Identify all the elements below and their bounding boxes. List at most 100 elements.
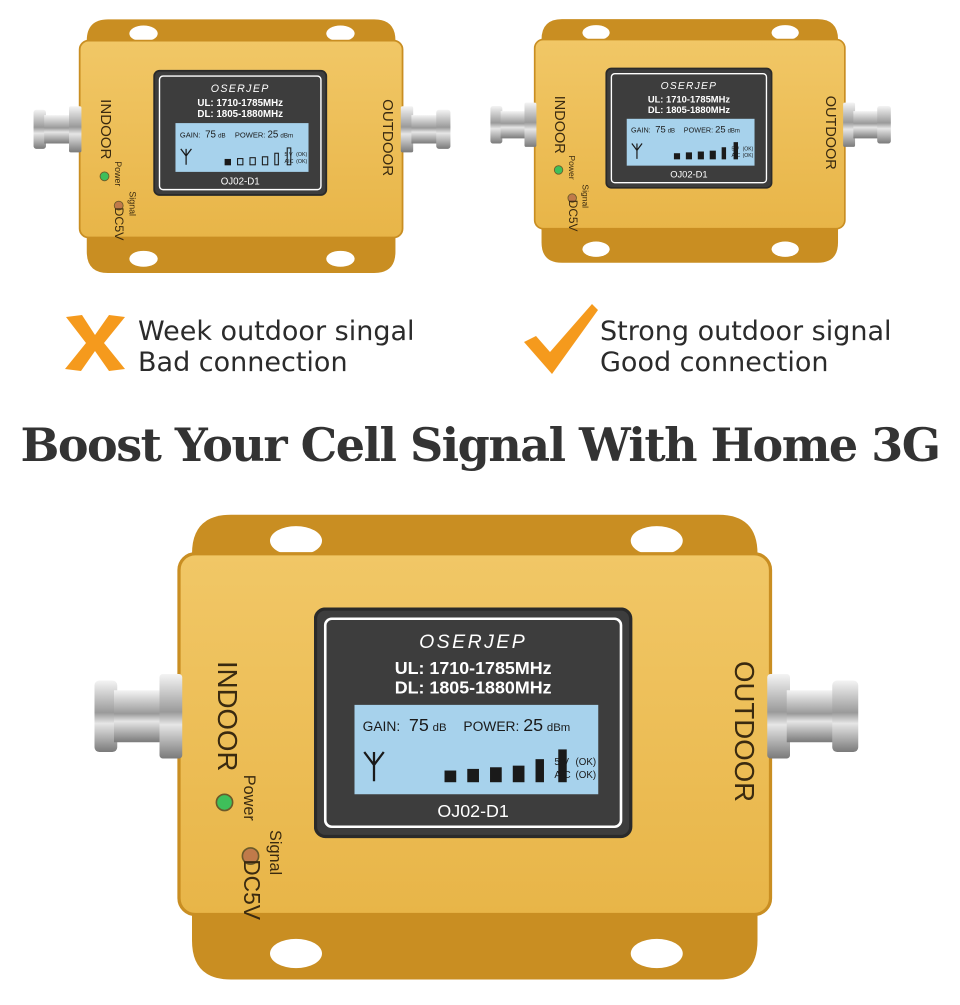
svg-text:GAIN: 75 dB: GAIN: 75 dB bbox=[180, 129, 226, 140]
power-led bbox=[553, 165, 564, 175]
caption-weak-line2: Bad connection bbox=[138, 347, 348, 378]
signal-bar bbox=[249, 157, 256, 166]
indoor-connector bbox=[33, 106, 82, 153]
ok-status-2: (OK) bbox=[576, 770, 597, 781]
gain-unit: dB bbox=[433, 722, 447, 734]
ok-status-2: (OK) bbox=[296, 159, 307, 165]
signal-bar bbox=[274, 152, 279, 166]
lcd-screen bbox=[175, 123, 309, 172]
gain-value: 75 bbox=[205, 129, 216, 140]
caption-strong-line2: Good connection bbox=[600, 347, 829, 378]
signal-led bbox=[241, 847, 260, 865]
power-value: 25 bbox=[267, 129, 278, 140]
signal-led-label: Signal bbox=[127, 191, 137, 216]
caption-strong: Strong outdoor signal Good connection bbox=[600, 316, 892, 378]
ok-status-1: (OK) bbox=[296, 152, 307, 158]
uplink-band: UL: 1710-1785MHz bbox=[395, 658, 552, 678]
indoor-label: INDOOR bbox=[97, 99, 114, 159]
x-mark-icon bbox=[65, 315, 125, 371]
check-mark-icon bbox=[524, 304, 598, 374]
power-unit: dBm bbox=[728, 128, 740, 134]
signal-bar bbox=[685, 152, 692, 160]
brand-logo: OSERJEP bbox=[419, 631, 527, 653]
repeater-device-strong: INDOOR OUTDOOR Power Signal DC5V OSERJEP… bbox=[487, 14, 896, 270]
power-led bbox=[215, 793, 234, 812]
outdoor-connector bbox=[400, 106, 451, 153]
svg-text:POWER: 25 dBm: POWER: 25 dBm bbox=[463, 715, 570, 735]
ok-status-1: (OK) bbox=[743, 146, 754, 152]
power-led-label: Power bbox=[567, 155, 577, 179]
model-label: OJ02-D1 bbox=[437, 801, 509, 821]
model-label: OJ02-D1 bbox=[221, 176, 260, 187]
power-led-label: Power bbox=[113, 161, 123, 186]
power-label: POWER: bbox=[684, 125, 713, 134]
uplink-band: UL: 1710-1785MHz bbox=[648, 95, 731, 105]
aic-status: AIC bbox=[285, 159, 294, 165]
signal-bar bbox=[709, 150, 716, 160]
dc-label: DC5V bbox=[112, 207, 126, 241]
antenna-icon bbox=[631, 143, 643, 159]
svg-text:POWER: 25 dBm: POWER: 25 dBm bbox=[684, 124, 740, 134]
aic-status: AIC bbox=[732, 153, 741, 159]
svg-text:GAIN: 75 dB: GAIN: 75 dB bbox=[631, 124, 675, 134]
outdoor-connector bbox=[767, 674, 859, 759]
downlink-band: DL: 1805-1880MHz bbox=[648, 105, 731, 115]
uplink-band: UL: 1710-1785MHz bbox=[197, 98, 283, 109]
indoor-label: INDOOR bbox=[551, 96, 567, 154]
signal-led bbox=[113, 200, 124, 211]
dc-label: DC5V bbox=[566, 200, 580, 232]
signal-bar bbox=[535, 759, 544, 783]
power-label: POWER: bbox=[463, 718, 519, 734]
signal-bar bbox=[467, 768, 479, 783]
indoor-connector bbox=[94, 674, 183, 759]
outdoor-label: OUTDOOR bbox=[729, 661, 760, 802]
signal-bar bbox=[444, 770, 457, 783]
signal-led-label: Signal bbox=[580, 184, 590, 208]
caption-weak: Week outdoor singal Bad connection bbox=[138, 316, 415, 378]
model-label: OJ02-D1 bbox=[670, 170, 707, 180]
signal-bar bbox=[558, 749, 567, 783]
signal-bar bbox=[237, 158, 244, 166]
signal-bar bbox=[286, 147, 292, 166]
gain-label: GAIN: bbox=[363, 718, 401, 734]
signal-led bbox=[567, 193, 577, 203]
signal-bar bbox=[490, 767, 502, 783]
power-unit: dBm bbox=[547, 722, 570, 734]
caption-weak-line1: Week outdoor singal bbox=[138, 316, 415, 347]
gain-label: GAIN: bbox=[180, 130, 200, 139]
signal-bar bbox=[721, 147, 727, 160]
power-value: 25 bbox=[715, 124, 725, 134]
repeater-device-main: INDOOR OUTDOOR Power Signal DC5V OSERJEP… bbox=[88, 505, 868, 993]
svg-text:POWER: 25 dBm: POWER: 25 dBm bbox=[235, 129, 293, 140]
signal-led-label: Signal bbox=[266, 830, 284, 875]
voltage-status: 5 V bbox=[554, 757, 569, 768]
signal-bar bbox=[733, 142, 738, 160]
signal-bar bbox=[673, 153, 681, 160]
ok-status-2: (OK) bbox=[743, 153, 754, 159]
svg-text:GAIN: 75 dB: GAIN: 75 dB bbox=[363, 715, 447, 735]
power-label: POWER: bbox=[235, 130, 265, 139]
indoor-label: INDOOR bbox=[212, 661, 243, 771]
ok-status-1: (OK) bbox=[576, 757, 597, 768]
power-led-label: Power bbox=[240, 775, 258, 822]
outdoor-label: OUTDOOR bbox=[822, 96, 838, 170]
signal-bar bbox=[512, 765, 525, 783]
power-unit: dBm bbox=[280, 132, 293, 139]
gain-unit: dB bbox=[668, 128, 675, 134]
repeater-device-weak: INDOOR OUTDOOR Power Signal DC5V OSERJEP… bbox=[30, 14, 456, 280]
caption-strong-line1: Strong outdoor signal bbox=[600, 316, 892, 347]
signal-bar bbox=[261, 156, 269, 166]
downlink-band: DL: 1805-1880MHz bbox=[197, 109, 283, 120]
antenna-icon bbox=[180, 148, 192, 165]
aic-status: AIC bbox=[554, 770, 570, 781]
indoor-connector bbox=[490, 102, 537, 147]
outdoor-connector bbox=[843, 102, 891, 147]
dc-label: DC5V bbox=[239, 859, 265, 921]
antenna-icon bbox=[363, 751, 385, 782]
signal-bar bbox=[224, 158, 231, 166]
outdoor-label: OUTDOOR bbox=[379, 99, 396, 176]
power-value: 25 bbox=[523, 715, 543, 735]
signal-bar bbox=[697, 151, 704, 160]
gain-unit: dB bbox=[218, 132, 226, 139]
voltage-status: 5 V bbox=[732, 146, 740, 152]
